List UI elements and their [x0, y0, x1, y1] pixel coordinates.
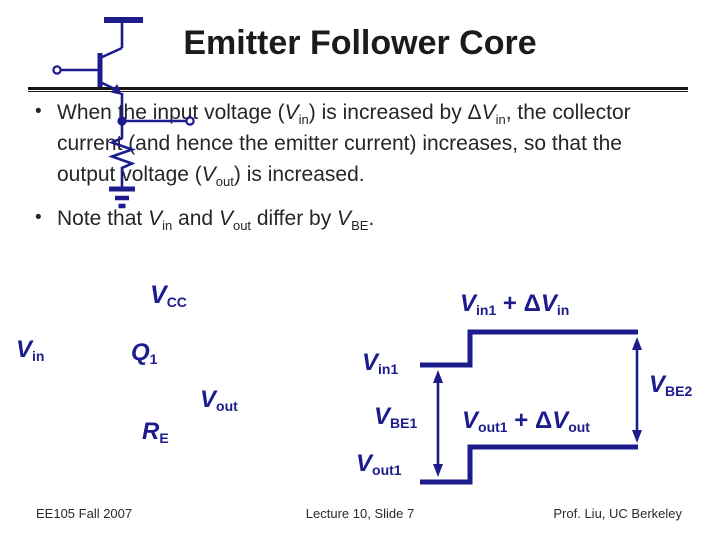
label-vin1: Vin1: [362, 349, 399, 377]
voltage-step-waveform-diagram: [420, 329, 642, 485]
label-vin: Vin: [16, 336, 45, 364]
label-re: RE: [142, 418, 169, 446]
label-vout1: Vout1: [356, 450, 402, 478]
label-vcc: VCC: [150, 281, 187, 310]
bullet-marker: •: [35, 101, 42, 122]
label-vbe1: VBE1: [374, 403, 418, 431]
title-underline-thin: [28, 91, 688, 92]
footer-course: EE105 Fall 2007: [36, 506, 133, 521]
title-underline-thick: [28, 87, 688, 90]
bullet-item-1: • When the input voltage (Vin) is increa…: [33, 97, 651, 190]
page-title: Emitter Follower Core: [183, 24, 537, 62]
label-vin1-plus-dvin: Vin1 + ΔVin: [460, 290, 570, 318]
label-vout1-plus-dvout: Vout1 + ΔVout: [462, 407, 590, 435]
emitter-follower-circuit-diagram: [52, 17, 195, 209]
label-vbe2: VBE2: [649, 371, 693, 399]
bullet-item-2: • Note that Vin and Vout differ by VBE.: [33, 203, 651, 234]
bullet-list: • When the input voltage (Vin) is increa…: [33, 97, 651, 234]
label-vout: Vout: [200, 386, 238, 414]
footer-slide-number: Lecture 10, Slide 7: [305, 506, 415, 521]
bullet-text-2: Note that Vin and Vout differ by VBE.: [57, 207, 375, 234]
label-q1: Q1: [131, 339, 158, 367]
title-underline: [28, 87, 688, 92]
bullet-marker: •: [35, 207, 42, 228]
bullet-text-1: When the input voltage (Vin) is increase…: [57, 101, 631, 190]
footer-author: Prof. Liu, UC Berkeley: [553, 506, 682, 521]
